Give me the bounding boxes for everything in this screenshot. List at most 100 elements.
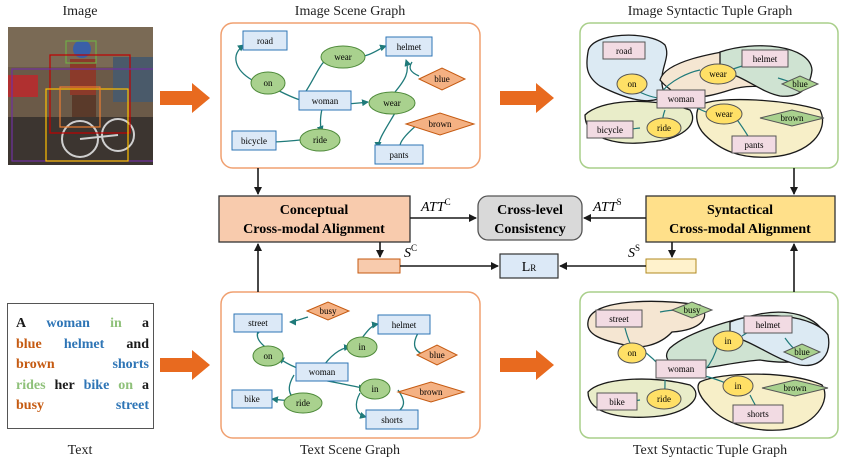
isg-node-brown [404,112,476,136]
ttg-node-in-1-label: in [724,336,732,346]
consistency-line1: Cross-level [497,203,563,218]
text-sample-word: busy [16,398,45,413]
tsg-node-shorts-label: shorts [381,415,403,425]
conceptual-line1: Conceptual [280,203,349,218]
itg-node-helmet-label: helmet [753,54,778,64]
itg-node-pants [731,135,777,154]
isg-node-road [242,30,288,51]
score-bar-syntactical [645,258,697,274]
s-s-label: SS [628,243,640,261]
text-scene-graph-nodes: street helmet woman bike shorts on in in… [231,301,466,430]
orange-arrow-tsg-to-ttg [500,350,554,380]
att-c-label: ATTC [420,197,451,215]
text-sample-word: street [115,398,149,413]
text-sample-word: brown [16,357,55,372]
itg-node-helmet [741,49,789,68]
s-c-label: SC [404,243,417,261]
conceptual-alignment-box [218,195,411,243]
ttg-node-blue [782,343,822,361]
text-sample-word: a [141,377,149,393]
text-sample-word: a [141,316,149,331]
text-sample-word: blue [16,336,42,352]
title-image: Image [62,4,98,19]
isg-node-wear-1-label: wear [334,52,352,62]
isg-node-helmet-label: helmet [397,42,422,52]
ttg-node-bike-label: bike [609,397,625,407]
ttg-node-helmet [743,315,793,334]
isg-node-on-label: on [264,78,274,88]
isg-node-ride [299,128,341,152]
isg-node-blue-label: blue [434,74,450,84]
ttg-node-shorts-label: shorts [747,409,769,419]
itg-node-bicycle [586,120,634,139]
title-text: Text [67,443,93,458]
score-bar-conceptual [357,258,401,274]
ttg-node-on-label: on [628,348,638,358]
tsg-node-brown [396,381,466,403]
tsg-node-ride-label: ride [296,398,310,408]
tsg-node-helmet [377,314,431,335]
itg-node-road-label: road [616,46,632,56]
tsg-node-bike [231,389,273,409]
text-sample-word: her [54,377,75,393]
tsg-node-street [233,313,283,333]
tsg-node-blue [415,344,459,366]
syntactical-line2: Cross-modal Alignment [669,222,811,237]
ttg-node-busy-label: busy [683,305,701,315]
title-text-scene-graph: Text Scene Graph [299,443,401,458]
tsg-node-helmet-label: helmet [392,320,417,330]
title-text-tuple-graph: Text Syntactic Tuple Graph [632,443,788,458]
text-sample-word: in [110,316,122,331]
ttg-node-street [595,309,643,328]
image-tuple-nodes: road helmet woman bicycle pants on wear … [586,41,825,154]
text-sample-line: busy street [16,396,149,417]
tsg-node-in-2 [359,378,391,400]
text-sample-word: A [16,316,27,331]
isg-node-woman-label: woman [312,96,339,106]
tsg-node-woman [295,362,349,382]
tsg-node-in-1 [346,336,378,358]
itg-node-on-label: on [628,79,638,89]
isg-node-road-label: road [257,36,273,46]
tsg-node-on-label: on [264,351,274,361]
orange-arrow-text-to-tsg [160,350,210,380]
itg-node-blue [780,75,820,93]
itg-node-brown-label: brown [781,113,804,123]
ttg-node-ride [646,388,682,410]
loss-label: LR [522,260,537,275]
ttg-node-brown-label: brown [784,383,807,393]
tsg-node-ride [283,392,323,414]
title-image-tuple-graph: Image Syntactic Tuple Graph [627,4,793,19]
text-sample-word: and [126,336,149,352]
ttg-node-shorts [732,404,784,424]
itg-node-brown [759,109,825,127]
itg-node-ride-label: ride [657,123,671,133]
tsg-node-woman-label: woman [309,367,336,377]
ttg-node-in-2 [722,375,754,397]
isg-node-woman [298,90,352,111]
syntactical-line1: Syntactical [707,203,773,218]
isg-node-bicycle [231,130,277,151]
itg-node-wear-1 [699,63,737,85]
text-sample-word: helmet [63,336,105,352]
isg-node-ride-label: ride [313,135,327,145]
itg-node-woman-label: woman [668,94,695,104]
ttg-node-brown [761,379,829,397]
loss-box [499,253,559,279]
isg-node-wear-2 [368,91,416,115]
ttg-node-on [617,342,647,364]
isg-node-brown-label: brown [429,119,452,129]
text-tuple-nodes: street helmet woman bike shorts on in in… [595,301,829,424]
image-scene-graph-nodes: road helmet woman bicycle pants on wear … [231,30,476,165]
ttg-node-street-label: street [609,314,629,324]
ttg-node-in-2-label: in [734,381,742,391]
itg-node-wear-1-label: wear [709,69,727,79]
tsg-node-brown-label: brown [420,387,443,397]
tsg-node-in-2-label: in [371,384,379,394]
text-sample-line: blue helmet and [16,335,149,356]
flow-arrows [254,168,798,292]
tsg-node-in-1-label: in [358,342,366,352]
